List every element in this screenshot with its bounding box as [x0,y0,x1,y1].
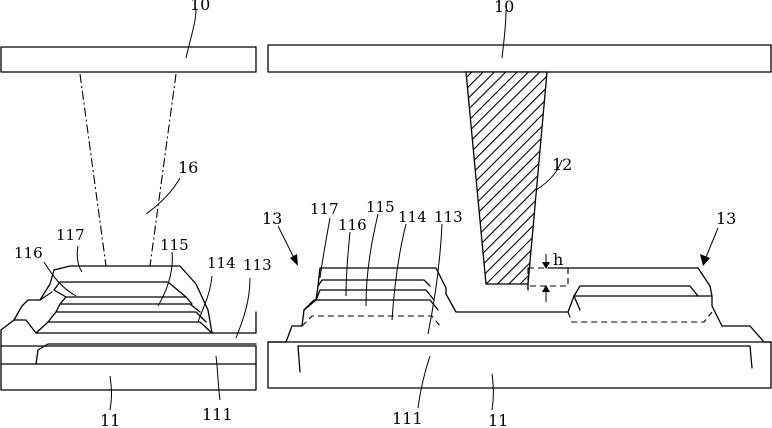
label-right-115: 115 [366,198,395,216]
label-right-116: 116 [338,216,367,234]
label-left-114: 114 [207,254,236,272]
label-right-117: 117 [310,200,339,218]
label-left-11: 11 [100,411,120,428]
label-left-117: 117 [56,226,85,244]
label-right-113: 113 [434,208,463,226]
left-layer-117 [40,266,212,333]
right-layer-114 [302,316,440,326]
right-top-plate [268,45,771,72]
label-right-114: 114 [398,208,427,226]
right-stamp-12 [466,72,547,284]
left-top-plate [1,47,256,72]
right-layer-117 [318,280,430,286]
label-right-h: h [553,250,563,269]
left-layer-115 [56,304,200,312]
label-right-111: 111 [392,409,423,428]
label-left-10: 10 [190,0,210,14]
right-substrate [268,342,771,388]
label-right-13-left: 13 [262,209,282,228]
left-layer-114 [36,322,212,333]
right-gap-box [528,268,568,286]
right-figure: 10 12 13 13 117 116 115 114 113 h 111 11 [262,0,771,428]
left-layer-116 [60,297,192,304]
label-left-116: 116 [14,244,43,262]
right-layer-111 [298,346,752,372]
label-left-16: 16 [178,158,198,177]
right-layer-115 [304,300,438,310]
label-right-10: 10 [494,0,514,16]
label-left-115: 115 [160,236,189,254]
label-left-113: 113 [243,256,272,274]
label-left-111: 111 [202,405,233,424]
left-layer-111 [36,344,256,364]
left-figure: 10 16 117 116 115 114 113 11 111 [1,0,272,428]
left-layer-113 [1,312,256,346]
label-right-11: 11 [488,411,508,428]
label-right-12: 12 [552,155,572,174]
label-right-13-right: 13 [716,209,736,228]
right-layer-116 [316,290,434,300]
